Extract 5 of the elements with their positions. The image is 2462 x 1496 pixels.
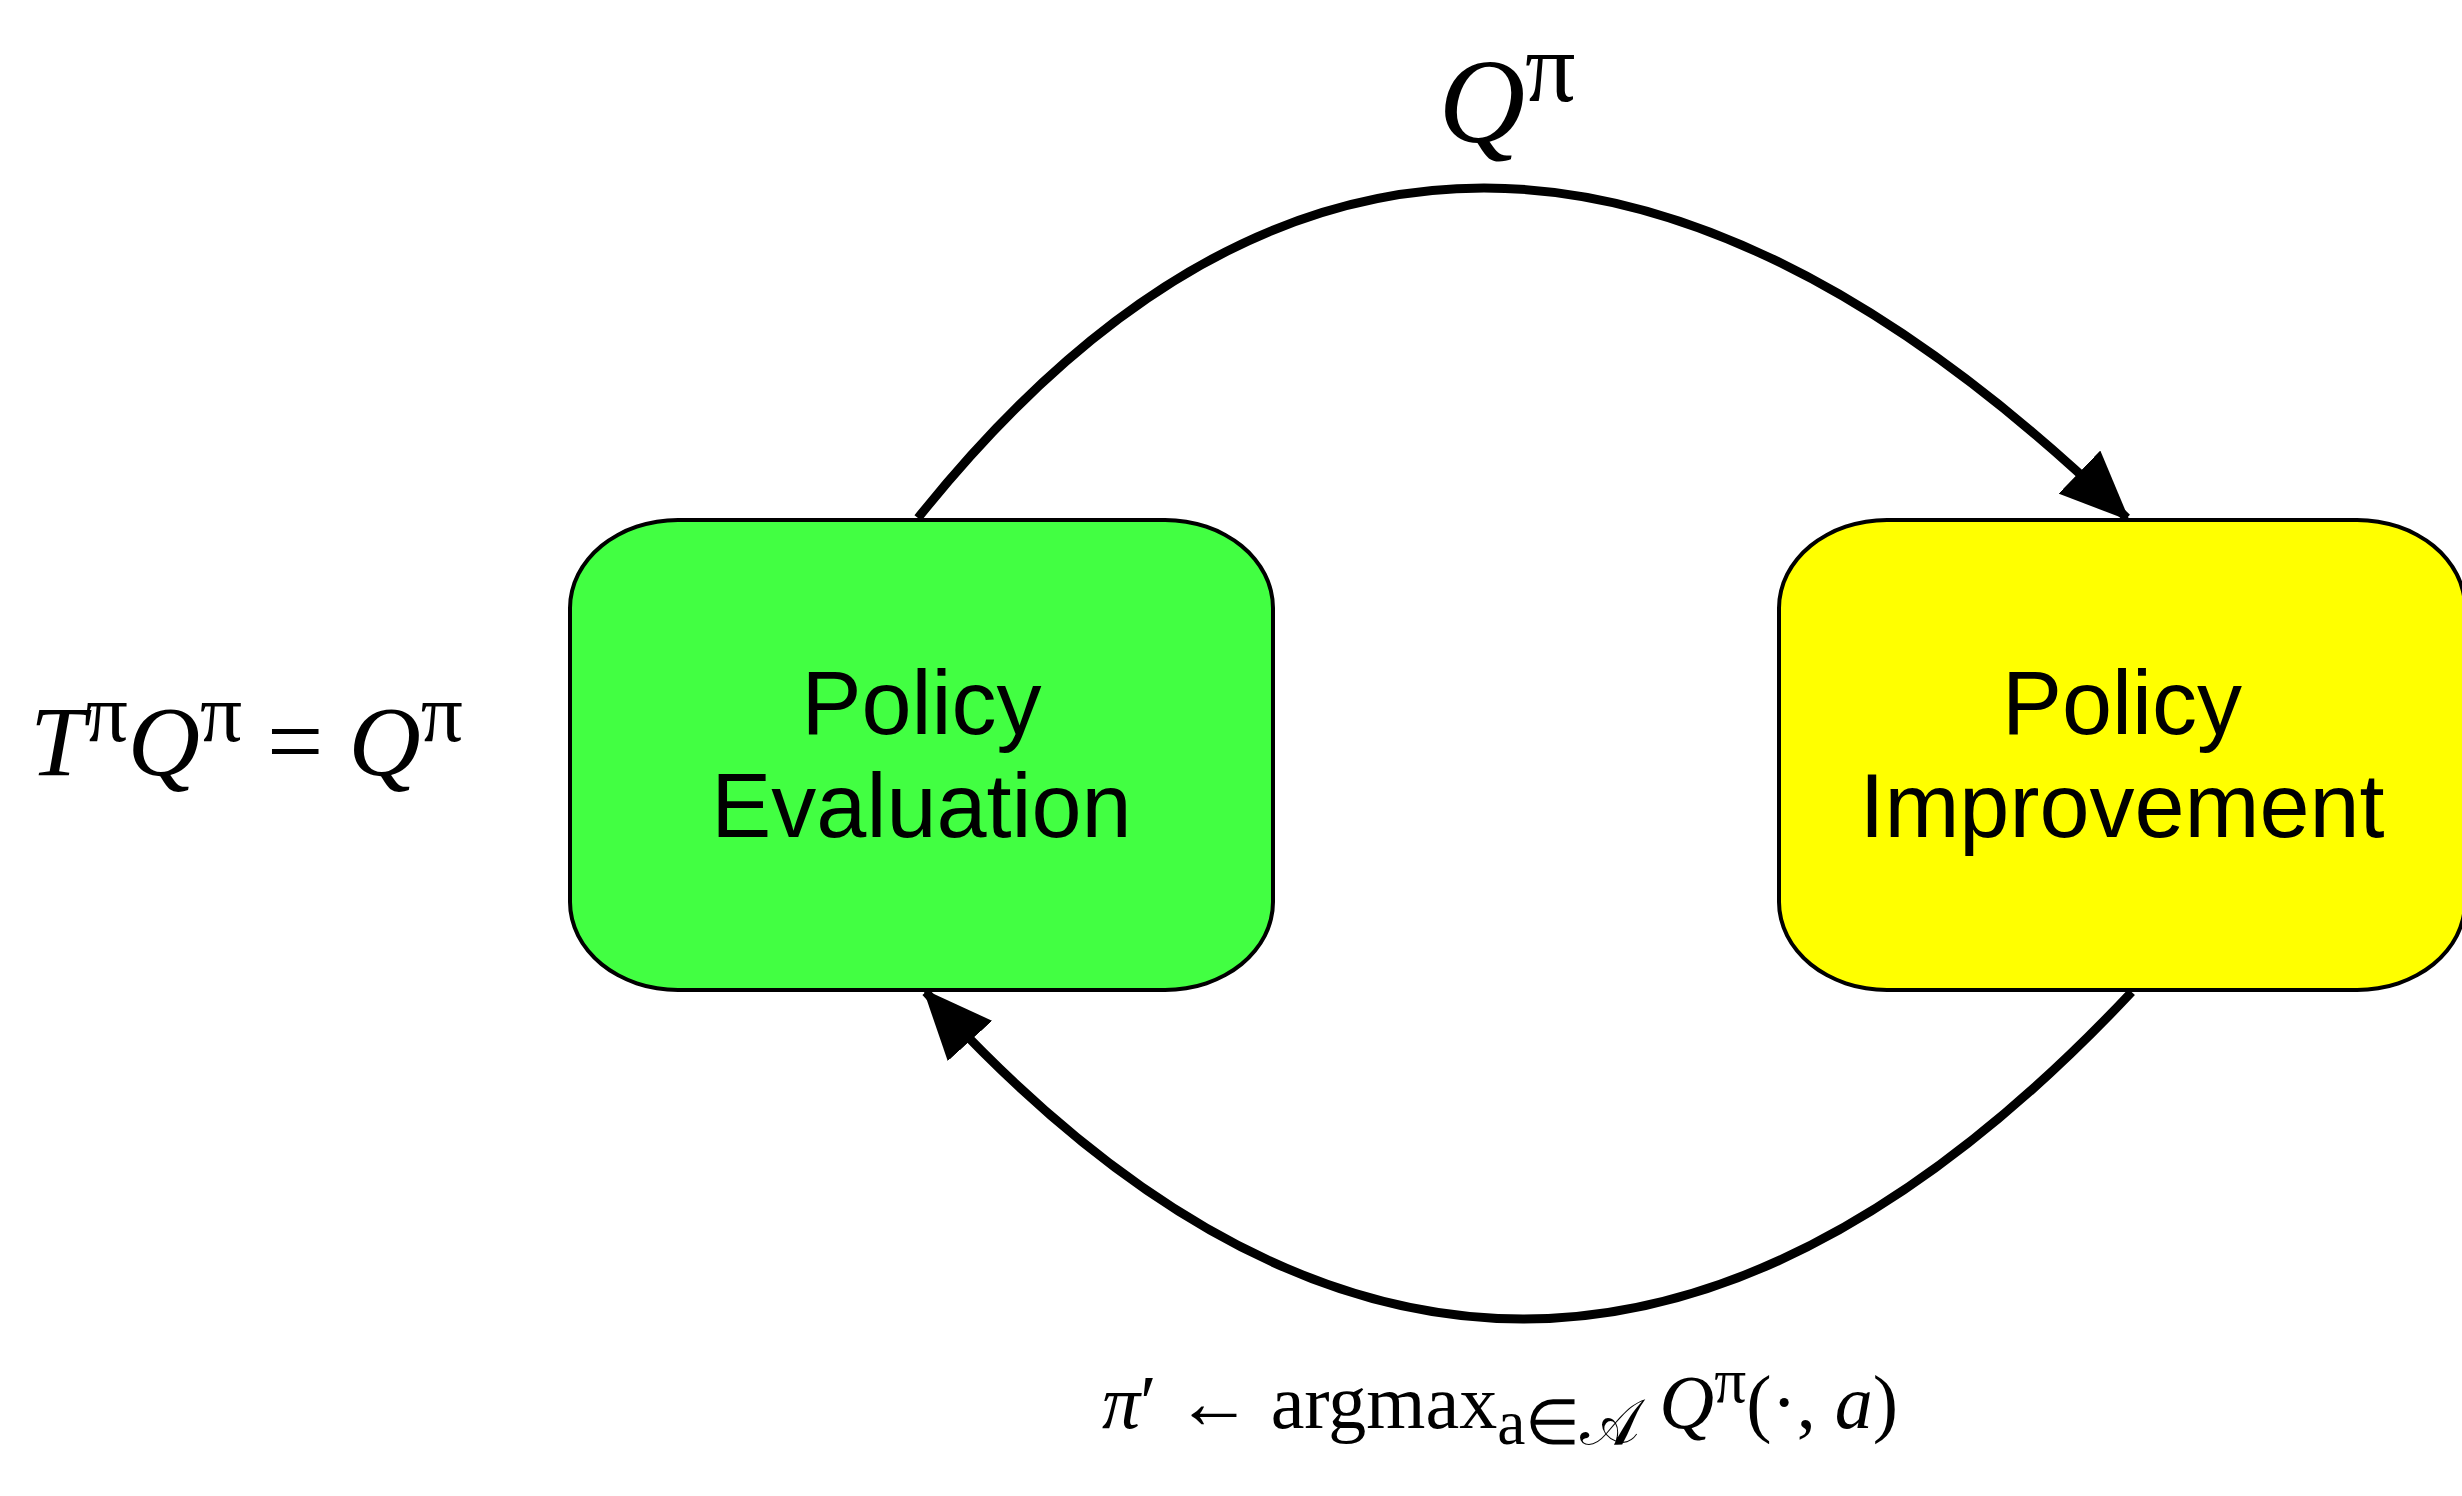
process-box xyxy=(568,518,1275,992)
box-label: Policy Improvement xyxy=(1858,651,2386,858)
equation-label: T$^{π}$Q$^{π}$ = Q$^{π}$ xyxy=(30,666,463,800)
box-label: Policy Evaluation xyxy=(710,651,1133,858)
process-box xyxy=(1777,518,2462,992)
